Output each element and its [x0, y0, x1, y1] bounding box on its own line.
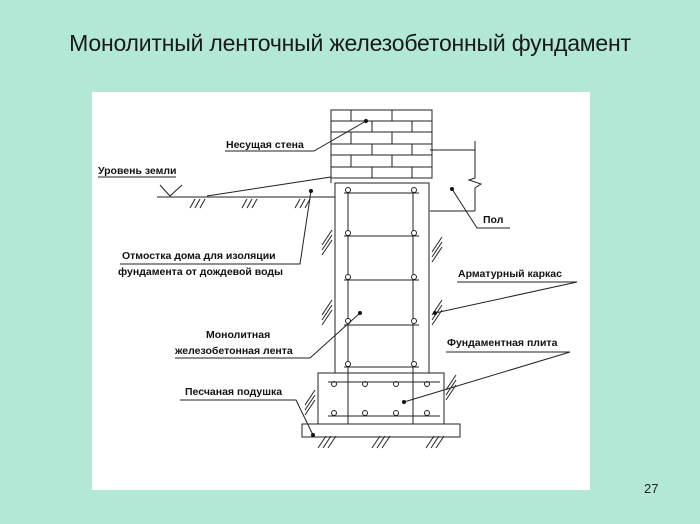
rebar-dots — [331, 187, 430, 416]
label-rebar-cage: Арматурный каркас — [458, 268, 562, 280]
label-floor: Пол — [483, 214, 503, 226]
label-ground-level: Уровень земли — [98, 165, 177, 177]
label-blind-area-line2: фундамента от дождевой воды — [118, 266, 283, 278]
leader-dots — [309, 119, 454, 437]
concrete-strip — [334, 182, 430, 424]
label-foundation-slab: Фундаментная плита — [447, 337, 558, 349]
slide-title: Монолитный ленточный железобетонный фунд… — [69, 30, 631, 56]
page-number: 27 — [644, 481, 659, 496]
leader-lines — [98, 120, 578, 436]
label-strip-line1: Монолитная — [206, 329, 270, 341]
ground-and-floor — [157, 141, 483, 212]
label-bearing-wall: Несущая стена — [226, 139, 304, 151]
label-strip-line2: железобетонная лента — [174, 345, 293, 357]
label-blind-area-line1: Отмостка дома для изоляции — [122, 250, 276, 262]
sand-cushion — [301, 423, 461, 438]
foundation-slab — [317, 372, 445, 425]
brick-wall — [330, 109, 433, 179]
label-sand-cushion: Песчаная подушка — [185, 386, 282, 398]
